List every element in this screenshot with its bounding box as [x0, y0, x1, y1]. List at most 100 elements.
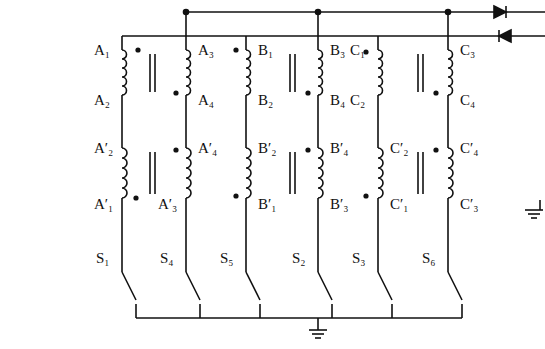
wire: [447, 95, 449, 148]
wire: [185, 12, 187, 50]
diode-symbol: [499, 30, 511, 42]
polarity-dot: [233, 47, 238, 52]
wire: [121, 198, 123, 272]
switch-label: S₅: [220, 250, 234, 266]
wire: [317, 95, 319, 148]
terminal-label: B′₁: [258, 196, 277, 212]
terminal-label: B₃: [330, 42, 345, 58]
core-line: [149, 152, 151, 194]
terminal-label: A′₁: [94, 196, 113, 212]
wire: [185, 95, 187, 148]
wire: [317, 198, 319, 272]
ground-symbol: [531, 217, 537, 219]
terminal-label: B′₃: [330, 196, 349, 212]
wire: [121, 95, 123, 148]
diode-bar: [505, 6, 507, 18]
switch-label: S₆: [422, 250, 436, 266]
terminal-label: B′₂: [258, 140, 277, 156]
polarity-dot: [233, 193, 238, 198]
core-line: [149, 54, 151, 92]
switch-blade: [246, 272, 260, 300]
wire: [377, 36, 379, 50]
switch-label: S₂: [292, 250, 306, 266]
terminal-label: A₁: [94, 42, 110, 58]
polarity-dot: [133, 195, 138, 200]
core-line: [422, 152, 424, 194]
core-line: [417, 152, 419, 194]
core-line: [289, 54, 291, 92]
wire: [245, 95, 247, 148]
switch-blade: [448, 272, 462, 300]
polarity-dot: [135, 47, 140, 52]
winding-coil: [186, 50, 191, 95]
winding-coil: [246, 50, 251, 95]
terminal-label: A₄: [198, 92, 214, 108]
terminal-label: C′₃: [460, 196, 479, 212]
switch-label: S₄: [160, 250, 174, 266]
core-line: [417, 54, 419, 92]
terminal-label: A′₃: [158, 196, 177, 212]
junction-dot: [184, 10, 189, 15]
wire: [121, 36, 123, 50]
terminal-label: A′₄: [198, 140, 217, 156]
terminal-label: A₃: [198, 42, 214, 58]
switch-label: S₃: [352, 250, 366, 266]
polarity-dot: [363, 193, 368, 198]
winding-coil: [448, 148, 453, 198]
core-line: [294, 152, 296, 194]
wire: [447, 12, 449, 50]
wire: [317, 12, 319, 50]
winding-coil: [122, 50, 127, 95]
switch-blade: [122, 272, 136, 300]
upper-bus: [186, 11, 545, 13]
terminal-label: B₂: [258, 92, 273, 108]
winding-coil: [186, 148, 191, 198]
wire: [317, 318, 319, 330]
wire: [377, 198, 379, 272]
terminal-label: A′₂: [94, 140, 113, 156]
polarity-dot: [173, 90, 178, 95]
wire: [185, 198, 187, 272]
wiring: [122, 6, 545, 338]
switch-blade: [318, 272, 332, 300]
wire: [245, 36, 247, 50]
switch-contact: [135, 304, 137, 318]
core-line: [294, 54, 296, 92]
terminal-label: C₁: [350, 42, 365, 58]
switch-blade: [378, 272, 392, 300]
winding-coil: [122, 148, 127, 198]
winding-coil: [448, 50, 453, 95]
switch-blade: [186, 272, 200, 300]
winding-coil: [246, 148, 251, 198]
wire: [539, 200, 541, 210]
winding-coil: [378, 50, 383, 95]
switch-contact: [331, 304, 333, 318]
winding-coil: [318, 50, 323, 95]
terminal-label: C′₂: [390, 140, 409, 156]
terminal-label: C′₁: [390, 196, 409, 212]
switch-contact: [259, 304, 261, 318]
switch-contact: [391, 304, 393, 318]
junction-dot: [446, 10, 451, 15]
core-line: [422, 54, 424, 92]
diode-bar: [498, 30, 500, 42]
ground-symbol: [315, 337, 321, 339]
ground-symbol: [312, 333, 324, 335]
terminal-label: C₄: [460, 92, 475, 108]
switch-label: S₁: [96, 250, 110, 266]
ground-bus: [136, 317, 462, 319]
ground-symbol: [525, 209, 543, 211]
terminal-label: C₂: [350, 92, 365, 108]
terminal-label: C₃: [460, 42, 475, 58]
switch-contact: [461, 304, 463, 318]
wire: [245, 198, 247, 272]
switch-contact: [199, 304, 201, 318]
ground-symbol: [309, 329, 327, 331]
terminal-label: B₄: [330, 92, 345, 108]
polarity-dot: [433, 147, 438, 152]
terminal-label: B₁: [258, 42, 273, 58]
polarity-dot: [305, 90, 310, 95]
terminal-label: B′₄: [330, 140, 349, 156]
core-line: [154, 152, 156, 194]
